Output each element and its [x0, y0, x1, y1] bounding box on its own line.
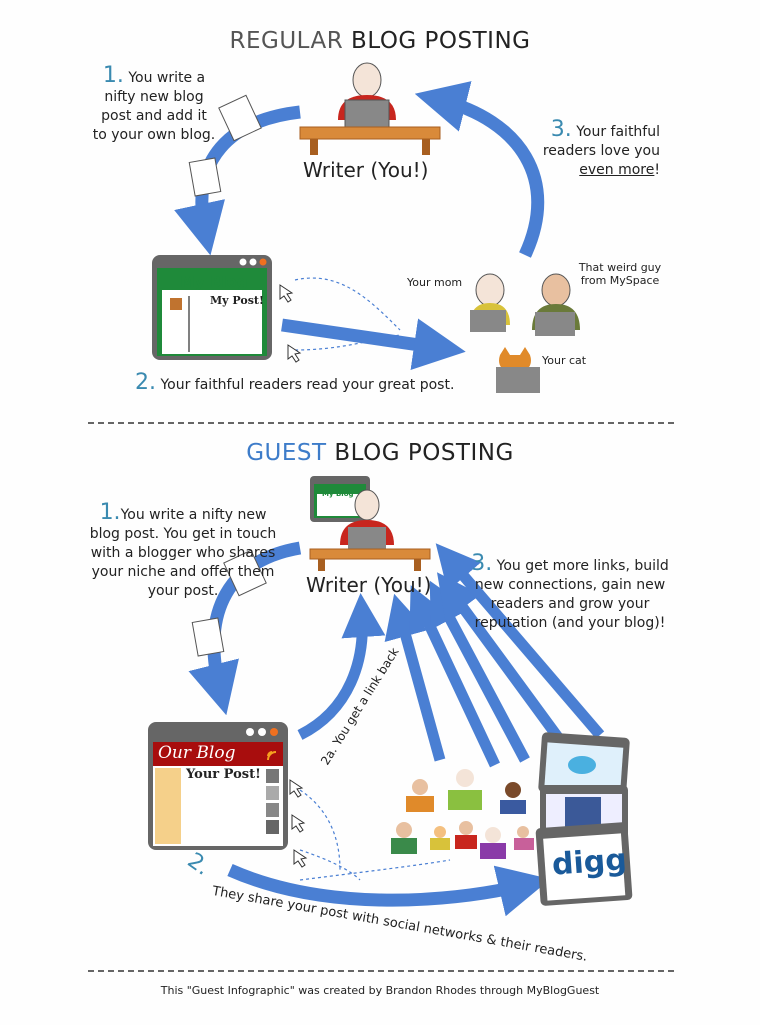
- footer-credit: This "Guest Infographic" was created by …: [160, 984, 600, 997]
- arrows-step3: [384, 543, 605, 768]
- regular-title: REGULAR BLOG POSTING: [229, 28, 531, 54]
- our-blog-window: [148, 722, 288, 850]
- your-cat-label: Your cat: [542, 354, 587, 367]
- regular-step3: 3. Your faithful readers love you even m…: [542, 117, 660, 179]
- my-blog-window: [152, 255, 272, 360]
- arrow-guest-step1: [188, 541, 302, 716]
- arrow-step2: [281, 318, 466, 370]
- digg-logo: digg: [550, 842, 628, 883]
- mini-blog-title: My Blog: [322, 490, 354, 498]
- cursor-icon: [279, 284, 302, 363]
- weird-guy-label: That weird guy from MySpace: [578, 261, 662, 287]
- regular-step2: 2. Your faithful readers read your great…: [135, 370, 455, 395]
- digg-window: [535, 822, 633, 906]
- arrow-step1: [174, 105, 301, 256]
- arrow-link-back: [297, 593, 386, 740]
- paper-icon: [188, 94, 267, 657]
- my-post-title: My Post!: [210, 294, 264, 307]
- guest-writer-label: Writer (You!): [306, 573, 432, 597]
- arrow-step2-share: [227, 864, 551, 917]
- your-post-title: Your Post!: [186, 767, 261, 782]
- twitter-window: [538, 732, 630, 798]
- guest-writer-illustration: [309, 476, 431, 571]
- guest-title: GUEST BLOG POSTING: [246, 440, 514, 466]
- guest-step1: 1.You write a nifty new blog post. You g…: [89, 500, 277, 600]
- writer-label: Writer (You!): [303, 158, 429, 182]
- crowd-illustration: [391, 769, 534, 859]
- dotted-click-path: [294, 277, 401, 351]
- your-mom-label: Your mom: [407, 276, 463, 289]
- arrow-step3: [414, 81, 545, 258]
- dotted-share-paths: [299, 789, 451, 881]
- regular-step1: 1. You write a nifty new blog post and a…: [92, 63, 216, 144]
- guest-step3: 3. You get more links, build new connect…: [471, 551, 669, 632]
- section-divider: [88, 422, 674, 424]
- writer-illustration: [299, 62, 441, 155]
- cursor-icon-guest: [289, 779, 308, 868]
- my-blog-title: My Blog: [180, 273, 248, 291]
- our-blog-title: Our Blog: [158, 743, 236, 763]
- readers-illustration: [470, 273, 580, 393]
- footer-divider: [88, 970, 674, 972]
